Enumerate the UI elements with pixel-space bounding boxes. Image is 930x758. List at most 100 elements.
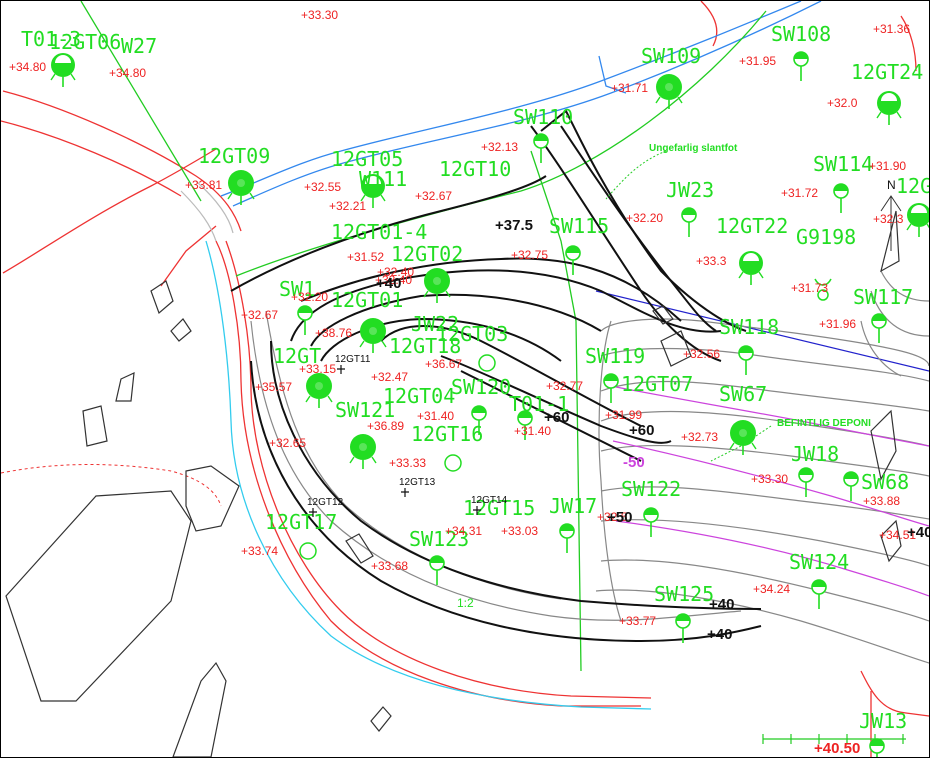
borehole-w111-symbol — [360, 174, 386, 208]
borehole-sw125-symbol — [675, 613, 691, 643]
borehole-g9198-symbol — [814, 278, 832, 301]
borehole-sw68-symbol — [843, 471, 859, 501]
borehole-t01-1-symbol — [517, 410, 533, 440]
borehole-w27-label: W27 — [121, 34, 157, 58]
borehole-12g-label: 12G — [896, 174, 929, 198]
level-reading: +34.80 — [9, 60, 46, 74]
borehole-12gt01-label: 12GT01 — [331, 288, 403, 312]
contour-label: +50 — [607, 509, 632, 526]
borehole-12gt-label: 12GT — [273, 344, 321, 368]
borehole-12g-symbol — [906, 203, 929, 237]
level-reading: +32.67 — [415, 189, 452, 203]
borehole-12gt17-symbol — [299, 542, 317, 560]
contour-label: +60 — [629, 422, 654, 439]
borehole-12gt24-symbol — [876, 91, 902, 125]
level-reading: +32.21 — [329, 199, 366, 213]
borehole-sw121-label: SW121 — [335, 398, 395, 422]
existing-deponi-note: BEFINTLIG DEPONI — [777, 418, 871, 429]
level-reading: +36.67 — [425, 357, 462, 371]
borehole-jw23-label: JW23 — [666, 178, 714, 202]
borehole-12gt07-label: 12GT07 — [621, 372, 693, 396]
profile-marker — [473, 506, 481, 515]
borehole-sw122-symbol — [643, 507, 659, 537]
borehole-sw115-label: SW115 — [549, 214, 609, 238]
borehole-symbols — [50, 51, 929, 757]
borehole-12gt24-label: 12GT24 — [851, 60, 923, 84]
borehole-sw1-symbol — [297, 305, 313, 335]
level-reading: +36.89 — [367, 419, 404, 433]
level-reading: +40.50 — [814, 740, 860, 757]
borehole-sw124-label: SW124 — [789, 550, 849, 574]
borehole-sw121-symbol — [349, 434, 377, 469]
borehole-jw18-symbol — [798, 467, 814, 497]
borehole-sw119-symbol — [603, 373, 619, 403]
borehole-sw124-symbol — [811, 579, 827, 609]
level-reading: +32.13 — [481, 140, 518, 154]
borehole-jw17-label: JW17 — [549, 494, 597, 518]
profile-code: 12GT12 — [307, 497, 344, 508]
building-outlines — [5, 210, 902, 757]
borehole-12gt17-label: 12GT17 — [265, 510, 337, 534]
borehole-t01-1-label: T01-1 — [509, 392, 569, 416]
borehole-sw122-label: SW122 — [621, 477, 681, 501]
level-reading: +32.73 — [681, 430, 718, 444]
borehole-sw117-symbol — [871, 313, 887, 343]
level-reading: +32.40 — [377, 265, 414, 279]
existing-deponi-lines — [610, 385, 929, 597]
borehole-12gt15-label: 12GT15 — [463, 496, 535, 520]
borehole-12gt02-label: 12GT02 — [391, 242, 463, 266]
contour-label: +60 — [544, 409, 569, 426]
level-reading: +31.73 — [791, 281, 828, 295]
profile-code: 12GT11 — [335, 354, 371, 365]
borehole-sw67-symbol — [729, 420, 757, 455]
borehole-jw13-label: JW13 — [859, 709, 907, 733]
borehole-12gt01-4-label: 12GT01-4 — [331, 220, 427, 244]
borehole-12gt03-label: 12GT03 — [436, 322, 508, 346]
borehole-sw114-symbol — [833, 183, 849, 213]
level-reading: +33.74 — [241, 544, 278, 558]
profile-marker — [401, 488, 409, 497]
borehole-12gt16-label: 12GT16 — [411, 422, 483, 446]
borehole-sw110-symbol — [533, 133, 549, 163]
level-reading: +32.3 — [873, 212, 904, 226]
borehole-sw123-label: SW123 — [409, 527, 469, 551]
borehole-sw118-label: SW118 — [719, 315, 779, 339]
borehole-12gt06-label: 12GT06 — [49, 30, 121, 54]
contour-label: +40 — [907, 524, 929, 541]
slope-ratio: 1:2 — [457, 596, 474, 610]
borehole-12gt18-label: 12GT18 — [389, 334, 461, 358]
borehole-sw117-label: SW117 — [853, 285, 913, 309]
level-reading: +32.56 — [683, 347, 720, 361]
level-reading: +32.67 — [241, 308, 278, 322]
north-label: N — [887, 178, 896, 192]
borehole-sw108-label: SW108 — [771, 22, 831, 46]
level-reading: +31.36 — [873, 22, 910, 36]
level-reading: +33.68 — [371, 559, 408, 573]
borehole-sw108-symbol — [793, 51, 809, 81]
borehole-12gt04-symbol — [471, 405, 487, 435]
profile-marker — [337, 365, 345, 374]
level-reading: +34.24 — [753, 582, 790, 596]
level-reading: +35.57 — [255, 380, 292, 394]
borehole-jw13-symbol — [869, 738, 885, 757]
borehole-jw17-symbol — [559, 523, 575, 553]
borehole-sw110-label: SW110 — [513, 105, 573, 129]
profile-code: 12GT13 — [399, 477, 436, 488]
borehole-sw109-label: SW109 — [641, 44, 701, 68]
level-reading: +32.40 — [375, 273, 412, 287]
level-reading: +31.96 — [819, 317, 856, 331]
level-reading: +31.40 — [417, 409, 454, 423]
borehole-g9198-label: G9198 — [796, 225, 856, 249]
water-line — [205, 240, 652, 710]
contour-label: +40 — [707, 626, 732, 643]
borehole-12gt02-symbol — [423, 268, 451, 303]
borehole-sw67-label: SW67 — [719, 382, 767, 406]
contour-label: -50 — [623, 454, 645, 471]
borehole-jw23-symbol — [681, 207, 697, 237]
borehole-sw120-label: SW120 — [451, 375, 511, 399]
deponi-leader — [710, 425, 772, 462]
level-reading: +33.03 — [501, 524, 538, 538]
